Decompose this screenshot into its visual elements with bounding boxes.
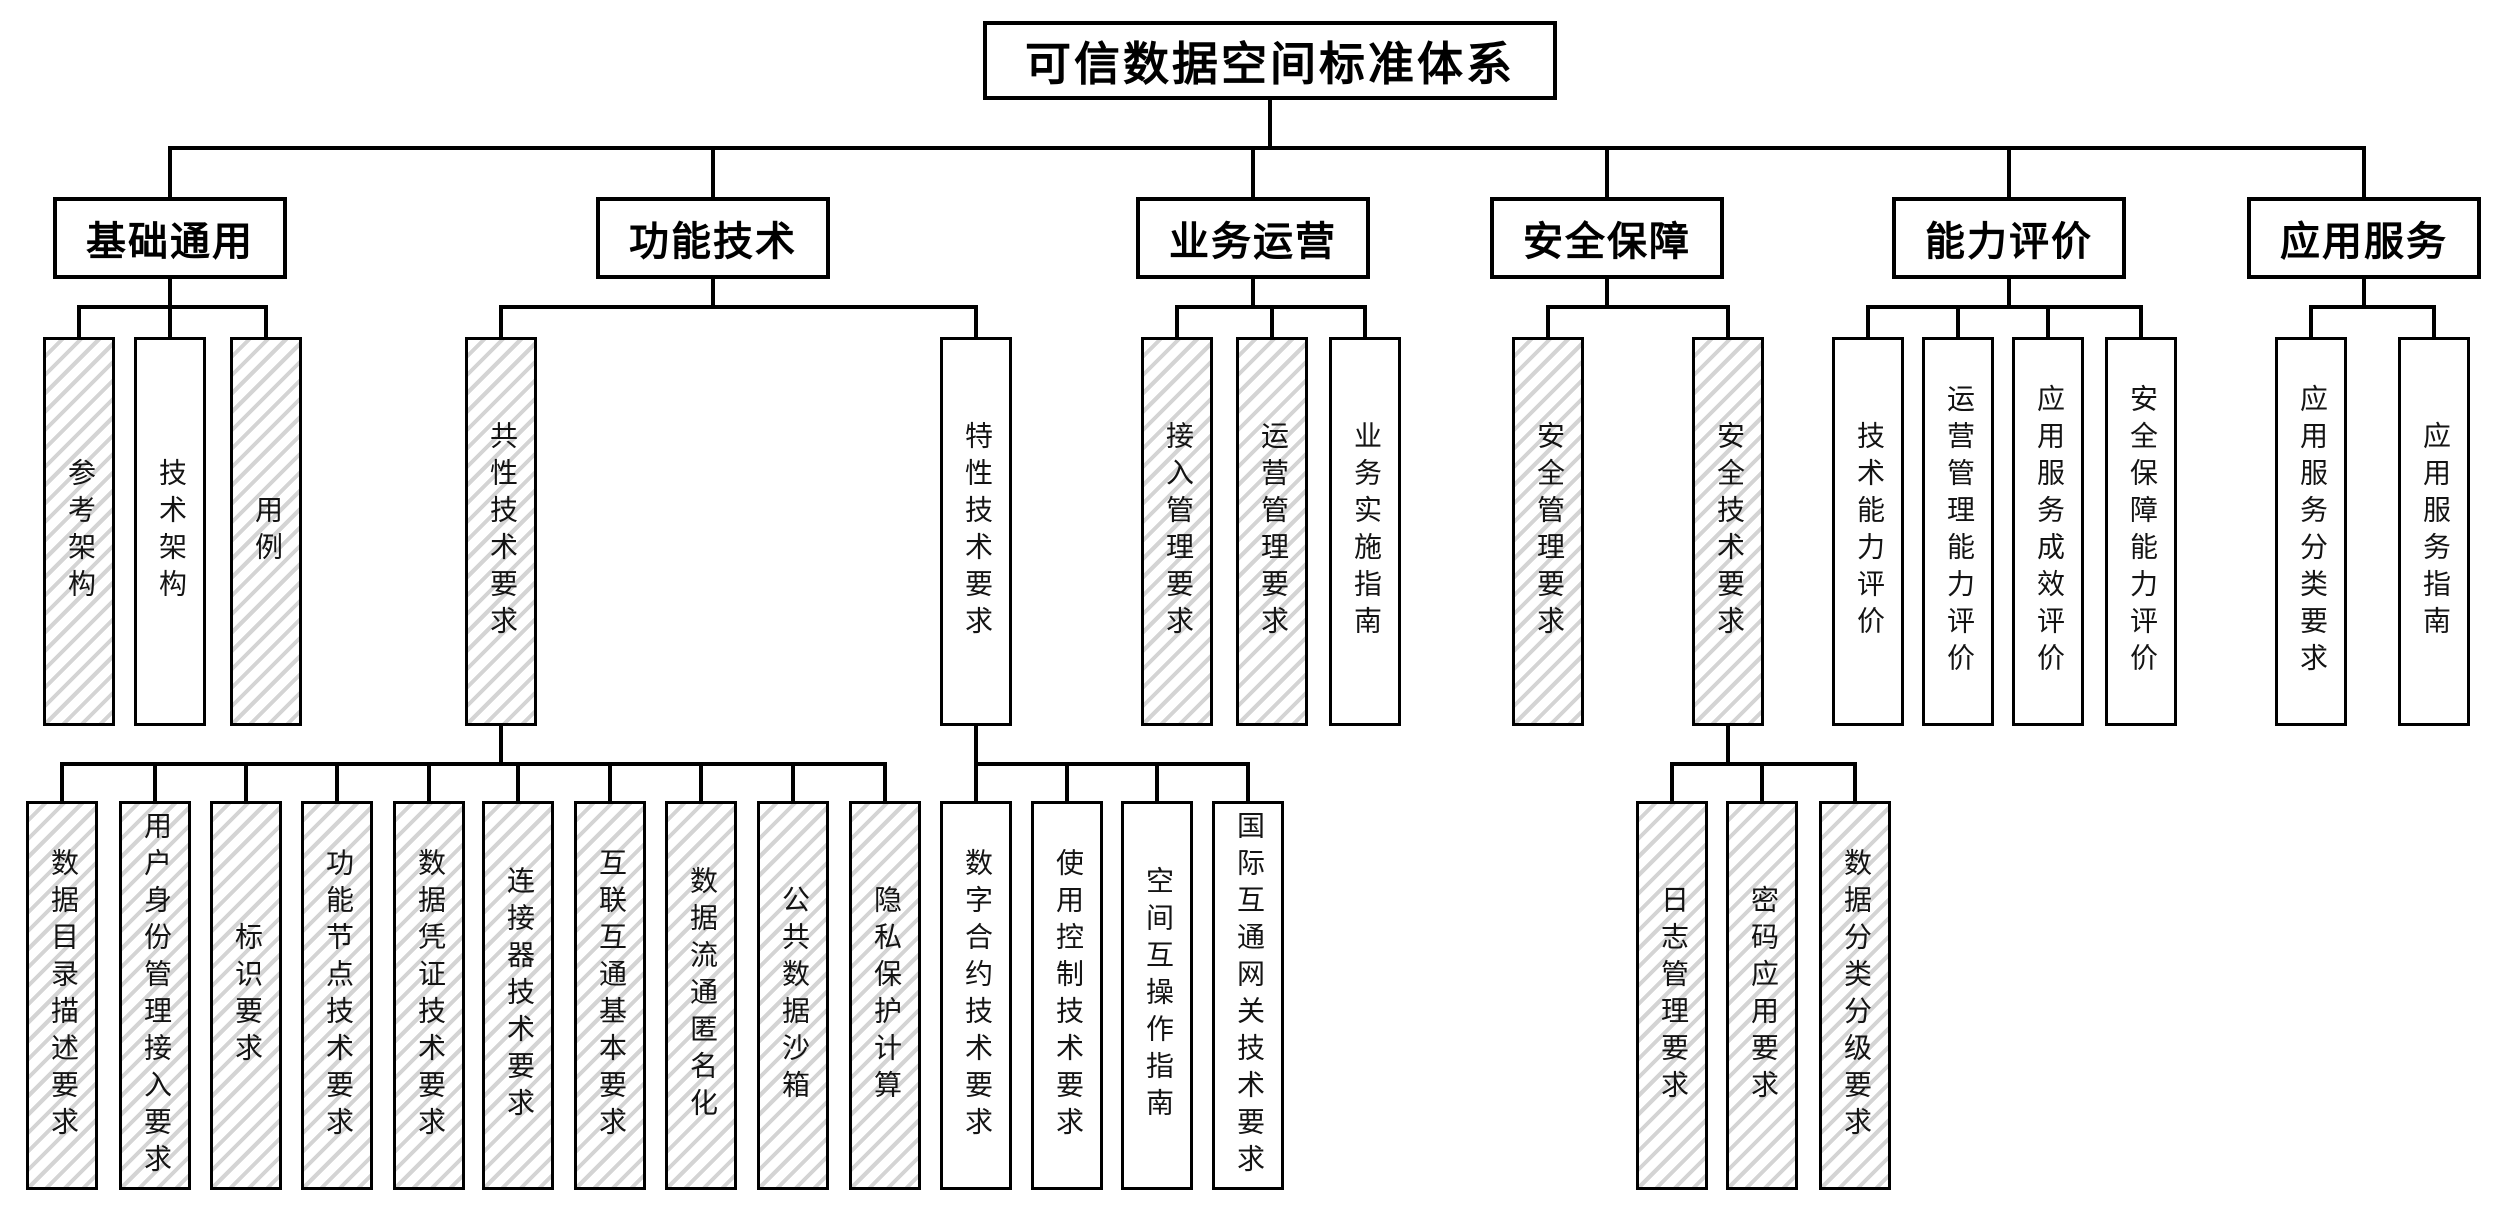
level3-standard-box-label: 参考架构: [64, 457, 95, 606]
category-box-1-label: 功能技术: [629, 220, 797, 264]
level4-standard-box-label: 标识要求: [231, 921, 262, 1070]
level3-standard-box-label: 技术架构: [155, 457, 186, 606]
level4-standard-box-label: 使用控制技术要求: [1052, 847, 1083, 1144]
level4-standard-box-label: 连接器技术要求: [503, 866, 534, 1125]
category-box-0: 基础通用: [53, 197, 287, 279]
level4-standard-box-label: 数据目录描述要求: [47, 847, 78, 1144]
level4-standard-box: 功能节点技术要求: [301, 801, 373, 1190]
level3-standard-box: 安全管理要求: [1512, 337, 1584, 726]
category-box-3: 安全保障: [1490, 197, 1724, 279]
level3-standard-box-label: 安全管理要求: [1533, 420, 1564, 643]
level4-standard-box: 连接器技术要求: [482, 801, 554, 1190]
level3-standard-box: 安全技术要求: [1692, 337, 1764, 726]
level3-standard-box-label: 运营管理能力评价: [1943, 383, 1974, 680]
level3-standard-box: 共性技术要求: [465, 337, 537, 726]
level4-standard-box: 数据流通匿名化: [665, 801, 737, 1190]
category-box-5-label: 应用服务: [2280, 220, 2448, 264]
level3-standard-box: 参考架构: [43, 337, 115, 726]
level4-standard-box: 数据目录描述要求: [26, 801, 98, 1190]
level3-standard-box-label: 运营管理要求: [1257, 420, 1288, 643]
level3-standard-box-label: 业务实施指南: [1350, 420, 1381, 643]
level3-standard-box: 安全保障能力评价: [2105, 337, 2177, 726]
level4-standard-box: 使用控制技术要求: [1031, 801, 1103, 1190]
level3-standard-box: 用例: [230, 337, 302, 726]
level4-standard-box: 公共数据沙箱: [757, 801, 829, 1190]
category-box-2: 业务运营: [1136, 197, 1370, 279]
level4-standard-box: 数字合约技术要求: [940, 801, 1012, 1190]
level4-standard-box: 密码应用要求: [1726, 801, 1798, 1190]
level4-standard-box-label: 功能节点技术要求: [322, 847, 353, 1144]
level3-standard-box: 应用服务分类要求: [2275, 337, 2347, 726]
level4-standard-box-label: 数字合约技术要求: [961, 847, 992, 1144]
category-box-4-label: 能力评价: [1925, 220, 2093, 264]
level3-standard-box: 运营管理要求: [1236, 337, 1308, 726]
level4-standard-box-label: 日志管理要求: [1657, 884, 1688, 1107]
level4-standard-box: 空间互操作指南: [1121, 801, 1193, 1190]
category-box-2-label: 业务运营: [1169, 220, 1337, 264]
category-box-5: 应用服务: [2247, 197, 2481, 279]
level3-standard-box: 业务实施指南: [1329, 337, 1401, 726]
level4-standard-box-label: 国际互通网关技术要求: [1233, 810, 1264, 1181]
level4-standard-box-label: 隐私保护计算: [870, 884, 901, 1107]
level3-standard-box-label: 应用服务成效评价: [2033, 383, 2064, 680]
category-box-3-label: 安全保障: [1523, 220, 1691, 264]
level4-standard-box-label: 数据分类分级要求: [1840, 847, 1871, 1144]
level3-standard-box: 运营管理能力评价: [1922, 337, 1994, 726]
level4-standard-box-label: 公共数据沙箱: [778, 884, 809, 1107]
level4-standard-box: 日志管理要求: [1636, 801, 1708, 1190]
category-box-4: 能力评价: [1892, 197, 2126, 279]
level4-standard-box: 标识要求: [210, 801, 282, 1190]
level4-standard-box: 国际互通网关技术要求: [1212, 801, 1284, 1190]
level4-standard-box: 互联互通基本要求: [574, 801, 646, 1190]
level3-standard-box-label: 技术能力评价: [1853, 420, 1884, 643]
level4-standard-box-label: 密码应用要求: [1747, 884, 1778, 1107]
diagram-root-title: 可信数据空间标准体系: [983, 21, 1557, 100]
level4-standard-box-label: 用户身份管理接入要求: [140, 810, 171, 1181]
level3-standard-box: 技术能力评价: [1832, 337, 1904, 726]
level3-standard-box-label: 接入管理要求: [1162, 420, 1193, 643]
level3-standard-box-label: 共性技术要求: [486, 420, 517, 643]
level4-standard-box: 用户身份管理接入要求: [119, 801, 191, 1190]
level4-standard-box-label: 数据凭证技术要求: [414, 847, 445, 1144]
level3-standard-box-label: 安全保障能力评价: [2126, 383, 2157, 680]
level3-standard-box: 特性技术要求: [940, 337, 1012, 726]
level4-standard-box: 数据凭证技术要求: [393, 801, 465, 1190]
level4-standard-box-label: 空间互操作指南: [1142, 866, 1173, 1125]
level3-standard-box-label: 应用服务分类要求: [2296, 383, 2327, 680]
level3-standard-box-label: 用例: [251, 494, 282, 569]
category-box-0-label: 基础通用: [86, 220, 254, 264]
level3-standard-box-label: 特性技术要求: [961, 420, 992, 643]
level3-standard-box: 接入管理要求: [1141, 337, 1213, 726]
category-box-1: 功能技术: [596, 197, 830, 279]
level4-standard-box-label: 数据流通匿名化: [686, 866, 717, 1125]
level3-standard-box: 应用服务成效评价: [2012, 337, 2084, 726]
level3-standard-box-label: 安全技术要求: [1713, 420, 1744, 643]
level4-standard-box-label: 互联互通基本要求: [595, 847, 626, 1144]
level3-standard-box: 应用服务指南: [2398, 337, 2470, 726]
level4-standard-box: 数据分类分级要求: [1819, 801, 1891, 1190]
level3-standard-box-label: 应用服务指南: [2419, 420, 2450, 643]
level3-standard-box: 技术架构: [134, 337, 206, 726]
level4-standard-box: 隐私保护计算: [849, 801, 921, 1190]
